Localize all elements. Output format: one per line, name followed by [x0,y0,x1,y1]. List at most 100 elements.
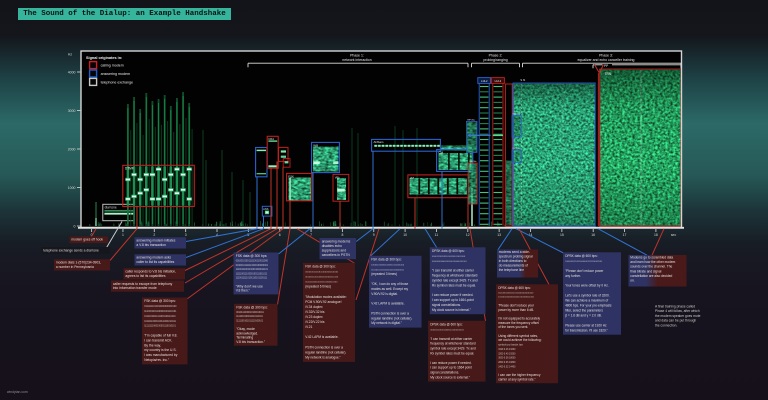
svg-text:a V.8 bis transaction: a V.8 bis transaction [136,243,166,247]
svg-text:7: 7 [310,233,312,237]
svg-text:the telephone line: the telephone line [499,268,524,272]
svg-text:0: 0 [91,233,93,237]
svg-text:11100010011100001001110101: 11100010011100001001110101 [144,311,177,313]
svg-text:001001110100110011101100100011: 001001110100110011101100100011 [430,329,464,331]
svg-text:CM: CM [439,151,444,155]
svg-text:PSTN connection is over a: PSTN connection is over a [305,345,343,349]
svg-text:17: 17 [623,233,627,237]
svg-text:caller to list its capabilitie: caller to list its capabilities [136,260,174,264]
svg-text:ANSam: ANSam [374,140,385,144]
svg-text:A final training phase called: A final training phase called [655,305,695,309]
svg-text:8: 8 [341,233,343,237]
svg-text:in both directions to: in both directions to [499,259,527,263]
svg-text:equalizer and echo canceller t: equalizer and echo canceller training [577,58,634,62]
svg-text:"Modulation modes available:: "Modulation modes available: [305,295,347,299]
svg-text:My clock source is internal.": My clock source is internal." [432,308,471,312]
svg-text:probing/ranging: probing/ranging [483,58,507,62]
svg-text:of the tones you sent.: of the tones you sent. [498,325,528,329]
svg-text:Terminating: Terminating [236,336,253,340]
svg-text:0010111100100001010011110110: 0010111100100001010011110110 [305,277,339,279]
svg-text:INFO1c: INFO1c [513,148,520,150]
svg-text:"I can transmit at either carr: "I can transmit at either carrier [432,269,474,273]
svg-text:Using different symbol rates,: Using different symbol rates, [498,334,538,338]
svg-text:DPSK data @ 600 bps:: DPSK data @ 600 bps: [430,323,463,327]
svg-text:4800 bps. For your pre-emphasi: 4800 bps. For your pre-emphasis [565,304,612,308]
svg-text:"Why don't we use: "Why don't we use [236,284,263,288]
svg-text:Signal originates in:: Signal originates in: [86,56,122,60]
svg-text:10: 10 [403,233,407,237]
svg-text:FSK data @ 300 bps:: FSK data @ 300 bps: [305,265,336,269]
svg-text:11100111001010001000011101: 11100111001010001000011101 [236,269,269,271]
svg-text:1000110100111000110111101000: 1000110100111000110111101000 [371,264,405,266]
svg-text:6: 6 [279,233,281,237]
svg-text:1111010100011110111011: 1111010100011110111011 [236,316,263,318]
svg-text:(repeated 6 times): (repeated 6 times) [305,285,331,289]
svg-text:/V.34 duplex: /V.34 duplex [305,305,323,309]
svg-text:network interaction: network interaction [342,58,371,62]
svg-text:By the way,: By the way, [144,343,161,347]
svg-text:answering modem asks: answering modem asks [136,256,171,260]
svg-text:V8b: V8b [335,175,340,179]
svg-text:Phase 1:: Phase 1: [350,54,364,58]
svg-text:/V.22/V.22 bis: /V.22/V.22 bis [305,320,325,324]
svg-text:"Okay, mode: "Okay, mode [236,327,255,331]
svg-text:0010111000010100010011: 0010111000010100010011 [236,312,264,314]
svg-text:and data can be put through: and data can be put through [655,319,696,323]
svg-text:V.42 LAPM is available.: V.42 LAPM is available. [305,335,338,339]
svg-text:101110111000100110101010011110: 10111011100010011010101001111000 [498,297,535,299]
svg-text:on.: on. [630,278,635,282]
svg-text:I'm not equipped to accurately: I'm not equipped to accurately [498,316,540,320]
svg-text:18: 18 [654,233,658,237]
svg-text:answering modem: answering modem [101,72,130,76]
svg-text:2000: 2000 [68,147,76,151]
svg-text:INFO0a: INFO0a [467,119,475,121]
svg-text:/V.21: /V.21 [305,325,312,329]
svg-text:symbols p-p bandw. bps: symbols p-p bandw. bps [498,345,523,347]
svg-text:L1/L2: L1/L2 [481,79,488,83]
svg-text:I can support up to 1664 point: I can support up to 1664 point [430,366,472,370]
svg-text:final bitrate and signal: final bitrate and signal [630,269,661,273]
svg-text:V.8 bis transaction.": V.8 bis transaction." [236,340,266,344]
svg-text:signal constellations.: signal constellations. [430,371,459,375]
svg-text:windytan.com: windytan.com [7,390,28,394]
svg-text:Hz: Hz [68,53,72,57]
svg-text:spectrum probing signal: spectrum probing signal [499,254,533,258]
svg-text:12: 12 [466,233,470,237]
svg-text:"OK, I can do any of those: "OK, I can do any of those [371,282,408,286]
svg-text:frequency at whichever standar: frequency at whichever standard [430,342,476,346]
svg-text:(repeated 3 times): (repeated 3 times) [371,272,397,276]
svg-text:"Please don't reduce your: "Please don't reduce your [498,303,534,307]
svg-text:dial tone: dial tone [105,206,117,210]
svg-text:disables echo: disables echo [322,244,342,248]
svg-text:PP: PP [604,64,608,68]
svg-text:the connection.: the connection. [655,323,677,327]
svg-text:/V.32/V.32 bis: /V.32/V.32 bis [305,310,325,314]
svg-text:Please use carrier at 1920 Hz: Please use carrier at 1920 Hz [565,323,607,327]
svg-text:V.42 LAPM is available.: V.42 LAPM is available. [371,302,404,306]
svg-text:PCM V.90/V.92 analogue!: PCM V.90/V.92 analogue! [305,300,341,304]
svg-text:We can achieve a maximum of: We can achieve a maximum of [565,299,608,303]
svg-text:1111100101011110100101: 1111100101011110100101 [236,320,264,322]
svg-text:INFO1a: INFO1a [513,114,521,116]
svg-text:3000 0.38 18000: 3000 0.38 18000 [498,358,516,360]
svg-text:Rx symbol rates must be equal.: Rx symbol rates must be equal. [432,283,476,287]
svg-text:S /S: S /S [520,78,525,82]
svg-text:power by more than 6 dB.: power by more than 6 dB. [498,308,534,312]
svg-text:I can reduce power if needed.: I can reduce power if needed. [432,293,474,297]
svg-text:2800 0.36 16800: 2800 0.36 16800 [498,362,516,364]
svg-text:JM: JM [410,176,415,180]
svg-text:01000101111110000100000001: 01000101111110000100000001 [236,265,269,267]
svg-text:3000: 3000 [68,109,76,113]
svg-text:16: 16 [591,233,595,237]
svg-text:11111111000100001110010101: 11111111000100001110010101 [144,326,176,328]
svg-text:Netopia/rev. Inc.": Netopia/rev. Inc." [144,358,170,362]
svg-text:Phase 3:: Phase 3: [599,54,613,58]
svg-text:Let's use a symbol rate of 320: Let's use a symbol rate of 3200. [565,294,610,298]
svg-text:suppressors and: suppressors and [322,249,347,253]
svg-text:15: 15 [560,233,564,237]
svg-text:I can reduce power if needed.: I can reduce power if needed. [430,361,472,365]
svg-text:carrier at any symbol rate.": carrier at any symbol rate." [498,377,535,381]
svg-text:V.8 then.": V.8 then." [236,289,251,293]
svg-text:000011110101110101101011011001: 000011110101110101101011011001 [432,256,466,258]
svg-text:into information transfer mode: into information transfer mode [113,286,157,290]
